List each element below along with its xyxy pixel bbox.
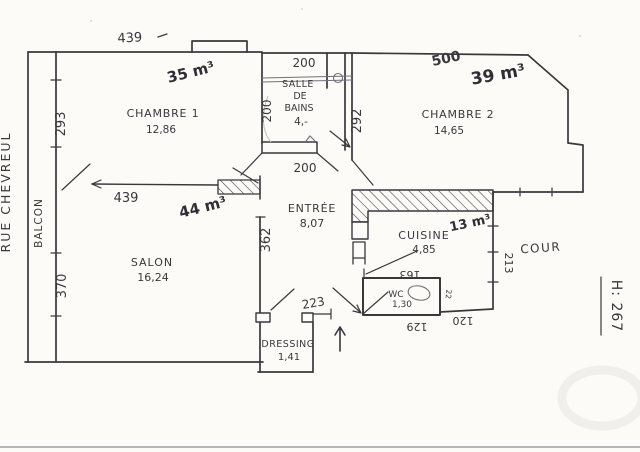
smudge	[557, 365, 640, 431]
bains-name-line2: DE	[293, 91, 306, 102]
chambre2-top-wall	[351, 52, 529, 56]
bathtub-faint-outline	[262, 95, 272, 143]
cuisine-wall-box	[351, 221, 369, 240]
bains-window-knob	[332, 72, 344, 84]
dim-courtyard-side: 213	[502, 253, 515, 274]
dim-kitchen-bottom: 120	[453, 314, 474, 327]
dim-chambre1-width: 439	[114, 191, 139, 206]
chambre1-area: 12,86	[146, 124, 176, 136]
chambre1-dim-arrowhead	[91, 179, 102, 189]
chambre2-name: CHAMBRE 2	[422, 108, 495, 121]
dim-chambre2-top: 500	[430, 48, 462, 70]
courtyard-label: COUR	[520, 240, 562, 257]
front-door-swing-b	[362, 291, 389, 315]
wc-name: WC	[388, 290, 403, 300]
dim-dressing-top: 223	[301, 294, 326, 312]
balcony-ticks	[50, 79, 62, 317]
dressing-jamb-right	[301, 312, 314, 323]
scan-artifacts	[0, 8, 640, 448]
dressing-door-swing	[270, 288, 295, 311]
divider-hatched-wall	[217, 179, 261, 195]
bains-name-line1: SALLE	[282, 79, 314, 90]
bains-door-swing-right	[316, 152, 339, 172]
dim-bains-top: 200	[293, 56, 316, 70]
dim-wc-right: 22	[444, 289, 454, 300]
bains-door-swing-left	[240, 152, 263, 176]
speck-3	[90, 20, 92, 22]
chambre2-door-swing	[351, 159, 374, 186]
toilet-bowl	[407, 285, 431, 301]
chambre2-corner-wall	[527, 54, 584, 193]
bains-name-line3: BAINS	[285, 103, 314, 114]
check-mark	[305, 135, 316, 142]
chambre2-bottom-ticks	[519, 187, 553, 197]
balcony-label: BALCON	[33, 198, 45, 248]
entree-door-swing	[232, 167, 259, 184]
bains-cabinet	[261, 141, 318, 154]
fixtures	[261, 72, 431, 301]
cuisine-door-swing	[365, 250, 418, 275]
dressing-area: 1,41	[278, 352, 300, 363]
speck-2	[301, 8, 303, 10]
dim-wc-top: 163	[400, 268, 421, 281]
top-dim-mark	[157, 33, 168, 38]
cuisine-area: 4,85	[412, 244, 435, 256]
dim-chambre1-left: 293	[54, 112, 69, 137]
cuisine-wall-ticks	[487, 225, 499, 283]
chambre2-door-arrow	[329, 130, 351, 148]
chambre1-name: CHAMBRE 1	[127, 107, 200, 120]
wc-walls	[362, 277, 441, 316]
street-label: RUE CHEVREUL	[0, 132, 13, 253]
cuisine-bottom-wall	[439, 308, 494, 313]
dim-wc-bottom: 129	[407, 320, 428, 333]
labels: RUE CHEVREUL BALCON 293 370 439 500 39 m…	[0, 30, 624, 363]
entree-area: 8,07	[300, 217, 325, 230]
wc-area: 1,30	[392, 300, 412, 310]
dressing-name: DRESSING	[261, 339, 314, 350]
walls	[24, 33, 602, 373]
salon-name: SALON	[131, 256, 173, 269]
chambre1-dim-arrow-line	[91, 183, 219, 186]
dim-entree-left: 362	[259, 228, 274, 253]
entry-direction-arrow	[334, 326, 346, 352]
dim-top-width: 439	[117, 30, 143, 46]
dressing-jamb-left	[255, 312, 271, 323]
front-door-swing-a	[332, 287, 361, 313]
bains-window-line	[261, 75, 353, 83]
salon-area: 16,24	[137, 271, 169, 284]
speck-1	[579, 35, 581, 37]
front-door-arrowhead	[352, 304, 362, 314]
dim-bains-bottom: 200	[294, 161, 317, 175]
entree-name: ENTRÉE	[288, 202, 336, 215]
cuisine-name: CUISINE	[398, 229, 449, 242]
chambre1-door-swing	[61, 163, 91, 191]
chambre2-area: 14,65	[434, 125, 464, 137]
cuisine-door-jamb	[352, 241, 366, 265]
dim-bains-left: 200	[260, 100, 274, 123]
dressing-dim-line	[312, 308, 332, 320]
bains-area: 4,-	[294, 116, 308, 128]
dim-chambre2-left: 292	[350, 109, 365, 134]
chimney-bump	[191, 40, 248, 53]
dim-salon-left: 370	[55, 274, 70, 299]
reference-label: H: 267	[608, 280, 624, 332]
